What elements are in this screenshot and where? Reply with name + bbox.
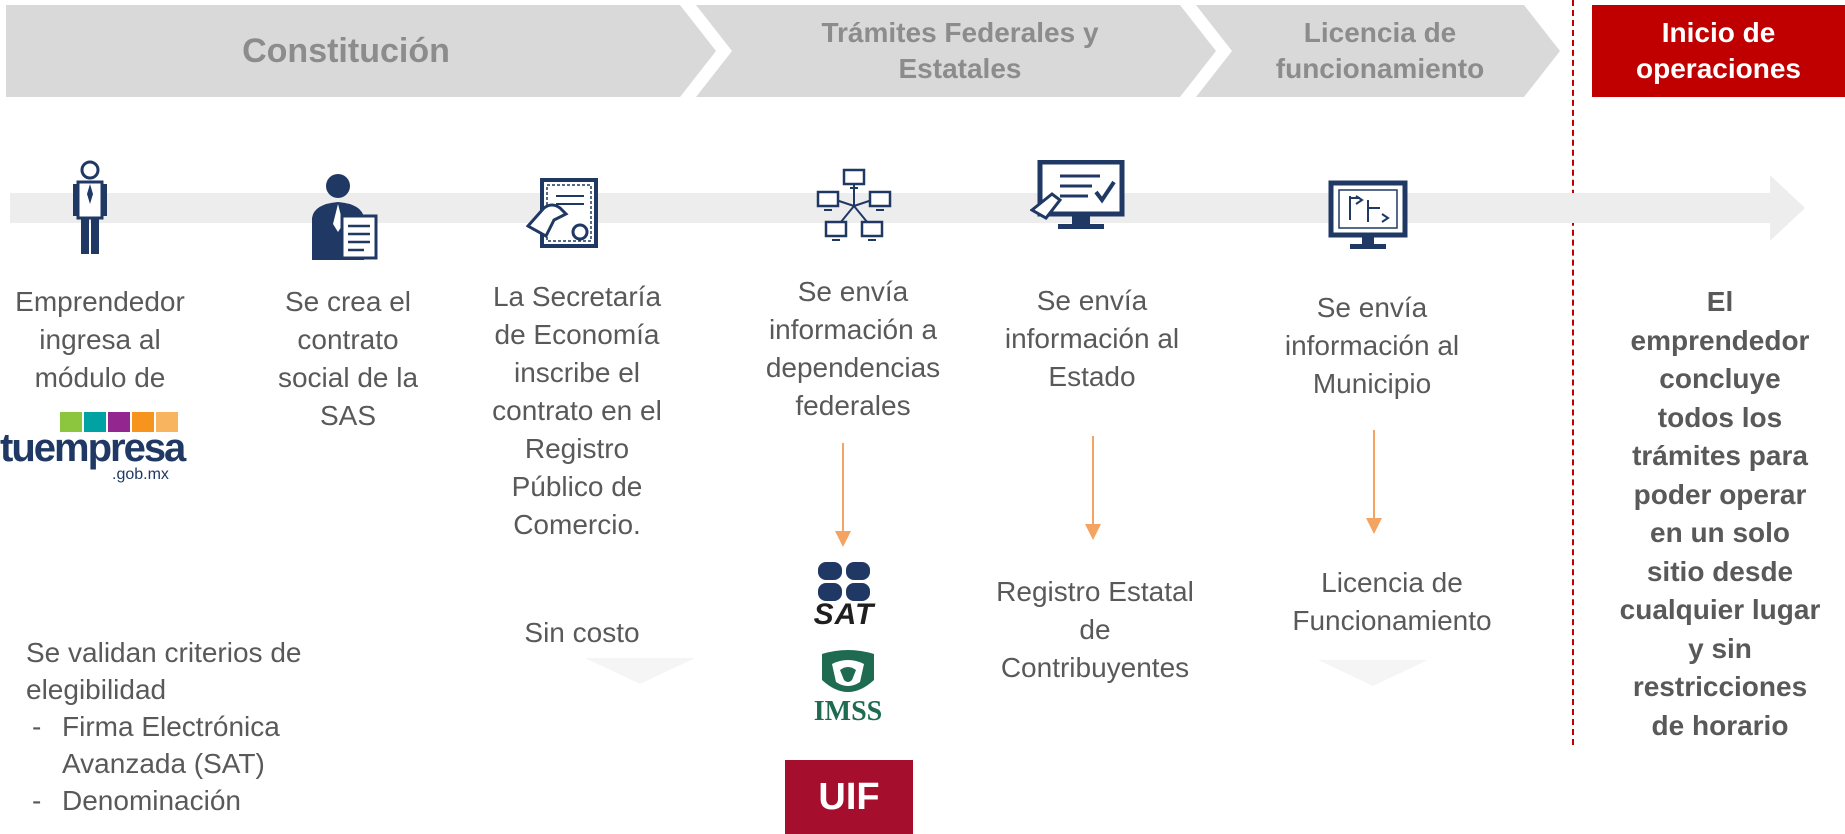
final-description: El emprendedor concluye todos los trámit… bbox=[1619, 286, 1821, 741]
step-federales-text: Se envía información a dependencias fede… bbox=[765, 276, 941, 421]
phase-label-constitucion: Constitución bbox=[242, 32, 450, 70]
criteria-block: Se validan criterios de elegibilidad Fir… bbox=[26, 634, 386, 819]
monitor-checklist-icon bbox=[1030, 160, 1125, 229]
imss-logo-text: IMSS bbox=[813, 696, 883, 727]
criteria-intro: Se validan criterios de elegibilidad bbox=[26, 637, 302, 705]
step-municipio-text: Se envía información al Municipio bbox=[1284, 292, 1460, 399]
network-computers-icon bbox=[816, 168, 892, 241]
chevron-tramites bbox=[696, 5, 1216, 97]
imss-logo: IMSS bbox=[800, 648, 896, 727]
person-icon bbox=[73, 160, 107, 254]
step-emprendedor-text: Emprendedor ingresa al módulo de bbox=[15, 286, 185, 393]
phase-label-tramites: Trámites Federales y Estatales bbox=[821, 17, 1099, 84]
phase-divider bbox=[1572, 0, 1574, 745]
chevron-constitucion bbox=[6, 5, 716, 97]
tuempresa-wordmark: tuempresa bbox=[0, 426, 186, 470]
step-secretaria-text: La Secretaría de Economía inscribe el co… bbox=[492, 281, 662, 540]
sat-logo-text: SAT bbox=[813, 598, 875, 631]
tuempresa-logo: tuempresa .gob.mx bbox=[0, 412, 190, 483]
faint-arrow bbox=[585, 658, 695, 684]
timeline-arrow bbox=[10, 175, 1805, 241]
monitor-flowchart-icon bbox=[1328, 180, 1408, 249]
registro-estatal-text: Registro Estatal de Contribuyentes bbox=[996, 576, 1194, 683]
licencia-funcionamiento-text: Licencia de Funcionamiento bbox=[1292, 567, 1492, 636]
phase-chevrons bbox=[6, 5, 1560, 97]
faint-arrow bbox=[1318, 660, 1428, 686]
certificate-sign-icon bbox=[526, 178, 598, 248]
tuempresa-domain: .gob.mx bbox=[112, 466, 169, 483]
imss-eagle-icon bbox=[822, 650, 874, 692]
criteria-list: Firma Electrónica Avanzada (SAT) Denomin… bbox=[26, 708, 386, 819]
criteria-item: Denominación bbox=[26, 782, 386, 819]
arrow-municipio bbox=[1373, 430, 1375, 518]
phase-label-inicio: Inicio de operaciones bbox=[1592, 5, 1845, 97]
sat-logo: SAT bbox=[796, 562, 892, 634]
step-estado-text: Se envía información al Estado bbox=[1004, 285, 1180, 392]
sin-costo-text: Sin costo bbox=[524, 617, 640, 648]
phase-label-licencia: Licencia de funcionamiento bbox=[1275, 17, 1485, 84]
arrow-federal-head bbox=[835, 531, 851, 547]
arrow-municipio-head bbox=[1366, 518, 1382, 534]
criteria-item: Firma Electrónica Avanzada (SAT) bbox=[26, 708, 386, 782]
arrow-estado bbox=[1092, 436, 1094, 524]
arrow-estado-head bbox=[1085, 524, 1101, 540]
uif-logo: UIF bbox=[785, 760, 913, 834]
arrow-federal bbox=[842, 443, 844, 531]
businessman-contract-icon bbox=[312, 174, 378, 260]
step-contrato-text: Se crea el contrato social de la SAS bbox=[277, 286, 419, 431]
chevron-licencia bbox=[1196, 5, 1560, 97]
